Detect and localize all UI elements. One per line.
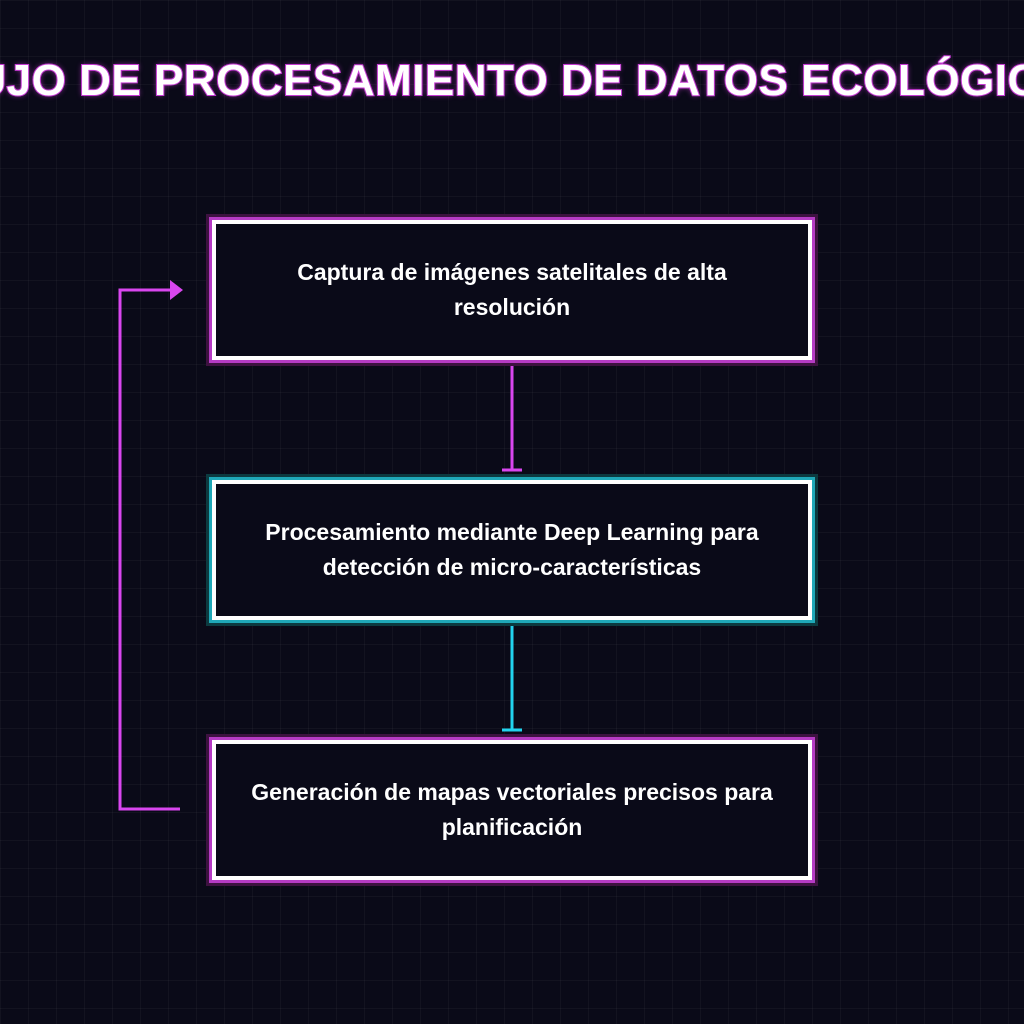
edge-capture-to-processing (502, 360, 522, 472)
node-capture: Captura de imágenes satelitales de alta … (212, 220, 812, 360)
node-generation: Generación de mapas vectoriales precisos… (212, 740, 812, 880)
edge-processing-to-generation (502, 620, 522, 732)
node-label: Captura de imágenes satelitales de alta … (297, 259, 727, 320)
node-label: Generación de mapas vectoriales precisos… (251, 779, 773, 840)
node-label: Procesamiento mediante Deep Learning par… (265, 519, 759, 580)
diagram-title: FLUJO DE PROCESAMIENTO DE DATOS ECOLÓGIC… (0, 55, 1024, 106)
edge-feedback-loop (118, 280, 183, 811)
node-processing: Procesamiento mediante Deep Learning par… (212, 480, 812, 620)
edge-line (118, 288, 180, 811)
arrowhead-icon (170, 280, 183, 300)
